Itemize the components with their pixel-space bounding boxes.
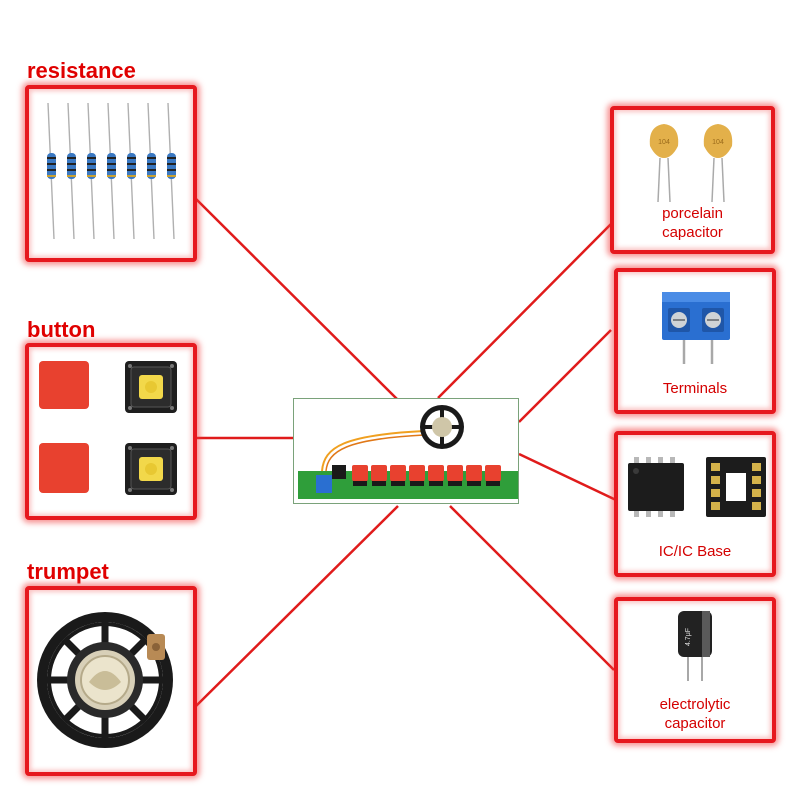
kit-board-panel	[293, 398, 519, 504]
terminal-block-icon	[662, 292, 730, 364]
porcelain-capacitor-marking-2: 104	[712, 139, 724, 146]
porcelain-capacitor-label-line2: capacitor	[662, 224, 723, 241]
electrolytic-capacitor-label-line2: capacitor	[664, 715, 726, 732]
ceramic-capacitor-icon: 104 104	[649, 124, 733, 203]
resistance-panel	[25, 85, 197, 262]
ic-chip-icon	[628, 457, 766, 517]
connector-porcelain-capacitor	[437, 223, 612, 399]
terminals-label: Terminals	[662, 380, 728, 397]
electrolytic-capacitor-label-line1: electrolytic	[659, 696, 731, 713]
button-panel	[25, 343, 197, 520]
trumpet-panel	[25, 586, 197, 776]
connector-resistance	[192, 195, 399, 401]
electrolytic-capacitor-panel: 4.7μF electrolytic capacitor	[614, 597, 776, 743]
resistor-icon	[47, 102, 176, 240]
speaker-icon	[37, 612, 173, 748]
pcb-board-icon	[298, 405, 518, 499]
connector-terminals	[518, 329, 612, 423]
resistance-label: resistance	[27, 58, 136, 83]
connector-trumpet	[193, 505, 399, 709]
terminals-panel: Terminals	[614, 268, 776, 414]
porcelain-capacitor-label-line1: porcelain	[662, 205, 723, 222]
button-label: button	[27, 317, 96, 342]
tactile-button-icon	[39, 361, 177, 495]
electrolytic-capacitor-icon: 4.7μF	[678, 611, 712, 681]
electrolytic-capacitor-marking: 4.7μF	[685, 628, 692, 646]
connector-ic-base	[518, 452, 617, 502]
connector-electrolytic-capacitor	[449, 505, 615, 671]
ic-base-panel: IC/IC Base	[614, 431, 776, 577]
porcelain-capacitor-marking: 104	[658, 139, 670, 146]
ic-base-label: IC/IC Base	[658, 543, 732, 560]
trumpet-label: trumpet	[27, 559, 109, 584]
porcelain-capacitor-panel: 104 104 porcelain capacitor	[610, 106, 775, 254]
